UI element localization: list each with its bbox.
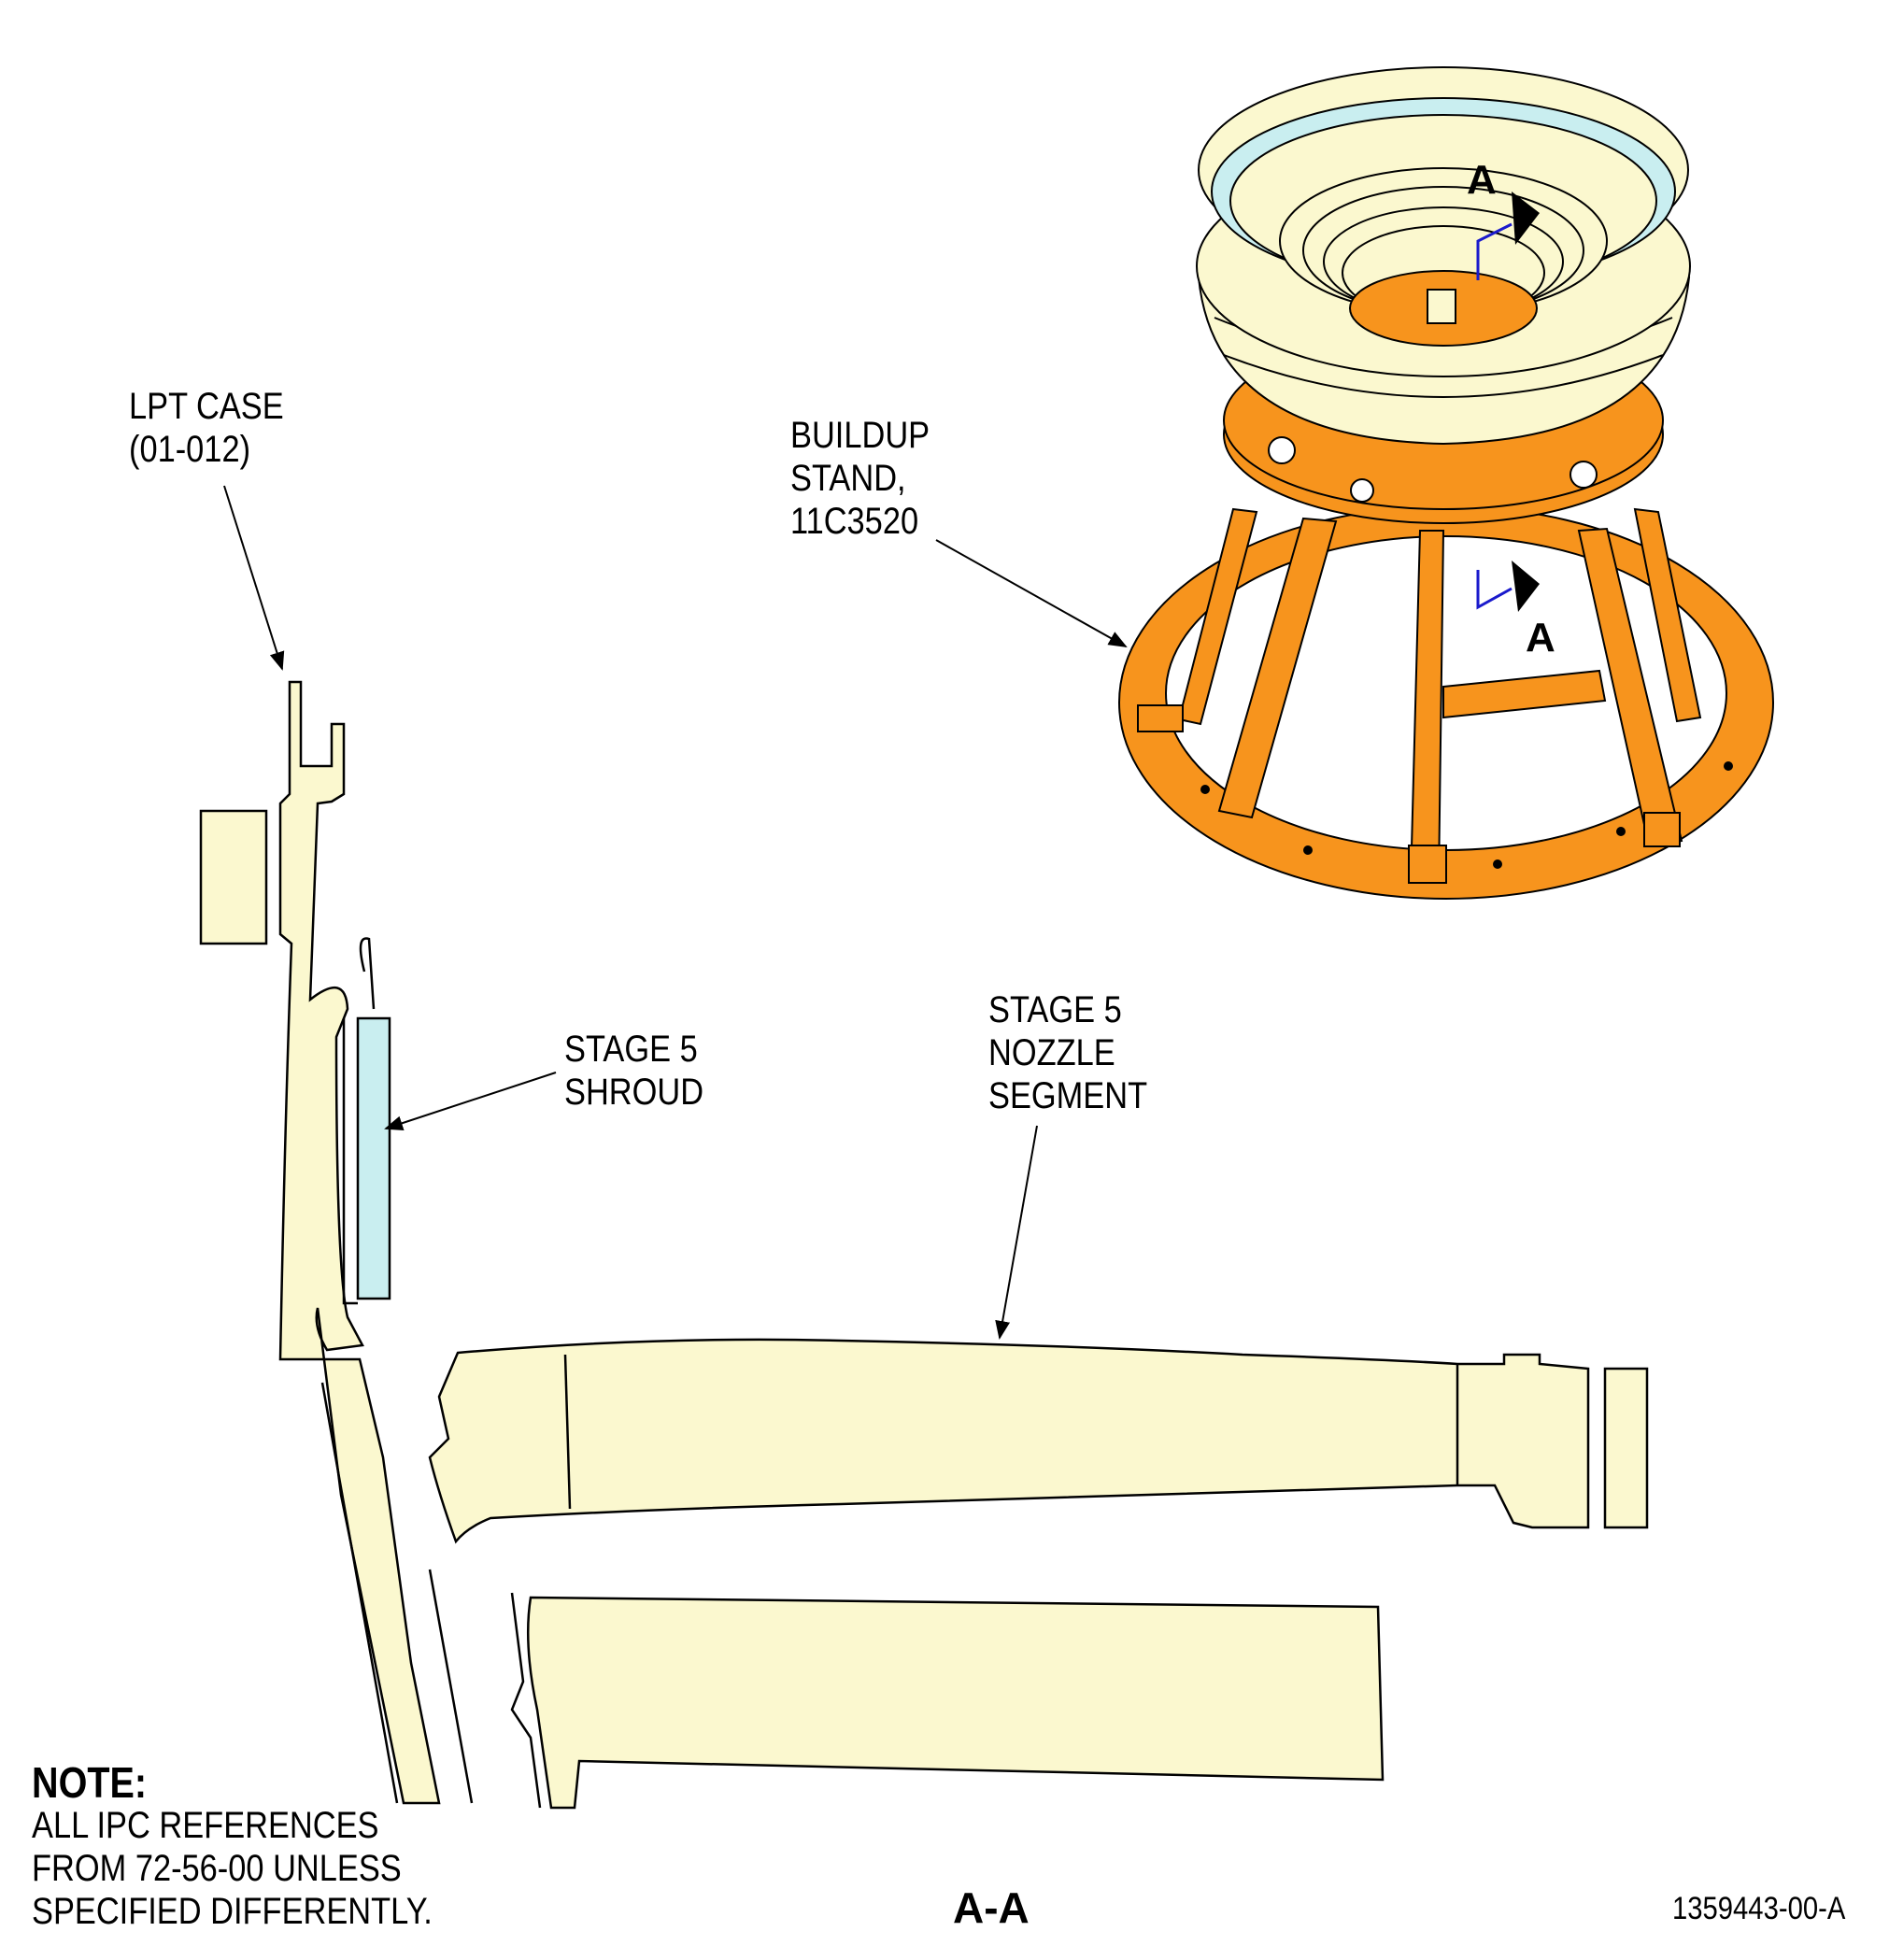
leader-stage5-shroud xyxy=(384,1072,557,1130)
section-cut-a-marker xyxy=(1476,192,1540,612)
note-line: ALL IPC REFERENCES xyxy=(32,1805,379,1846)
lpt-case-section xyxy=(199,680,474,1805)
note-heading: NOTE: xyxy=(32,1758,148,1807)
leader-lpt-case xyxy=(223,485,285,671)
label-stage5-nozzle-segment: STAGE 5 NOZZLE SEGMENT xyxy=(988,989,1148,1116)
label-buildup-stand: BUILDUP STAND, 11C3520 xyxy=(790,415,930,542)
note-line: FROM 72-56-00 UNLESS xyxy=(32,1848,402,1889)
section-marker-top: A xyxy=(1467,157,1497,203)
note-block: NOTE: ALL IPC REFERENCES FROM 72-56-00 U… xyxy=(32,1761,433,1933)
leader-buildup-stand xyxy=(935,539,1128,647)
label-lpt-case: LPT CASE (01-012) xyxy=(129,386,284,470)
leader-lines xyxy=(223,485,1128,1340)
stage5-nozzle-segment-part xyxy=(428,1338,1649,1544)
section-title: A-A xyxy=(953,1883,1030,1932)
label-stage5-shroud: STAGE 5 SHROUD xyxy=(564,1029,704,1113)
figure-id: 1359443-00-A xyxy=(1672,1891,1846,1926)
stage5-shroud-part xyxy=(342,937,391,1305)
buildup-stand-illustration xyxy=(1118,66,1774,900)
section-marker-bottom: A xyxy=(1526,615,1555,660)
leader-stage5-nozzle xyxy=(995,1125,1038,1340)
stage5-blade-part xyxy=(510,1592,1385,1810)
note-line: SPECIFIED DIFFERENTLY. xyxy=(32,1891,433,1932)
